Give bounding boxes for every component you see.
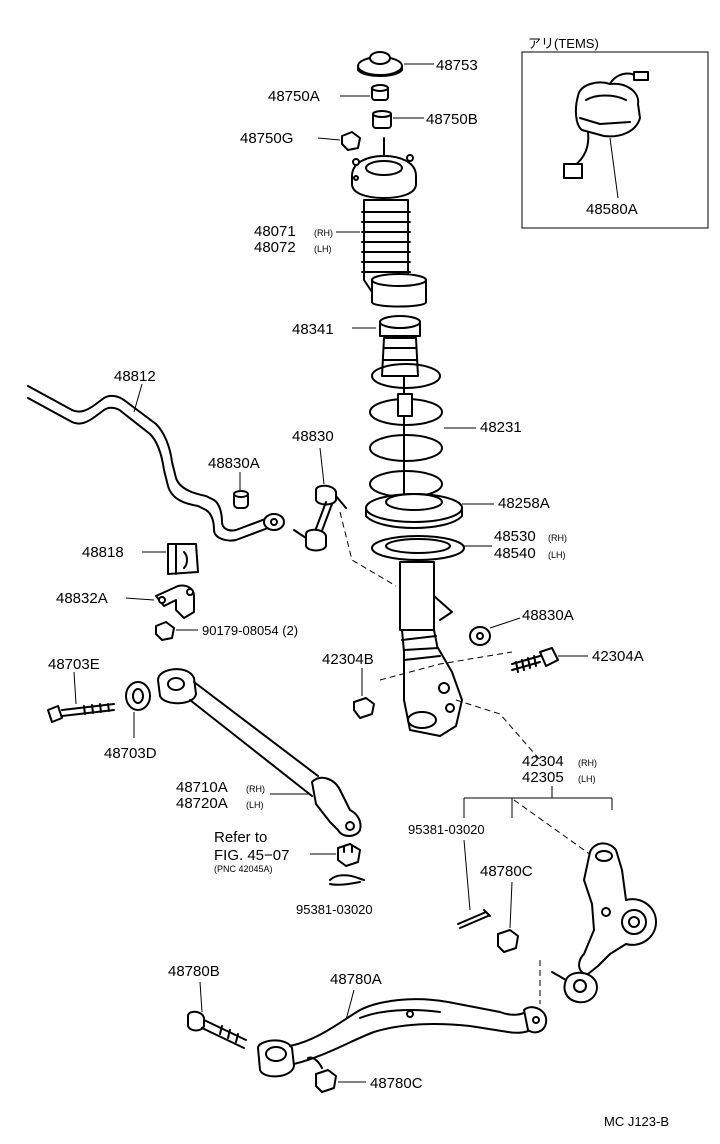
cotter-pin-left [329,874,365,886]
label-48750B: 48750B [426,111,478,128]
label-48780C-bottom: 48780C [370,1075,423,1092]
label-48703D: 48703D [104,745,157,762]
label-48780B: 48780B [168,963,220,980]
label-48703E: 48703E [48,656,100,673]
label-48710A-side: (RH) [246,784,265,794]
label-48710A: 48710A [176,779,228,796]
leader-48580A [609,137,619,199]
label-48530: 48530 [494,528,536,545]
castle-nut-icon [337,843,361,867]
bracket-48832A [155,584,195,619]
label-48750A: 48750A [268,88,320,105]
refer-line2: FIG. 45−07 [214,847,289,864]
label-48231: 48231 [480,419,522,436]
strut-body-icon [399,561,463,737]
bolt-48780B [187,1010,247,1049]
strut-upper-support-icon [351,137,417,199]
label-48071: 48071 [254,223,296,240]
washer-48703D [125,681,151,711]
label-48812: 48812 [114,368,156,385]
label-48753: 48753 [436,57,478,74]
nut-90179-08054 [155,621,175,641]
label-48072: 48072 [254,239,296,256]
tems-actuator-icon [563,71,649,179]
nut-42304B [353,697,375,719]
label-48071-side: (RH) [314,228,333,238]
label-42305: 42305 [522,769,564,786]
dash-link-strut [339,511,397,587]
label-95381-right: 95381-03020 [408,822,485,837]
steering-knuckle-icon [551,842,657,1004]
label-48530-side: (RH) [548,533,567,543]
label-42305-side: (LH) [578,774,596,784]
dash-bolt-42304 [379,651,513,681]
label-42304-side: (RH) [578,758,597,768]
label-48258A: 48258A [498,495,550,512]
refer-line3: (PNC 42045A) [214,864,273,874]
label-42304A: 42304A [592,648,644,665]
label-42304B: 42304B [322,651,374,668]
bushing-48830A-right [469,626,491,646]
nut-48780C-top [497,929,519,953]
label-48072-side: (LH) [314,244,332,254]
label-48832A: 48832A [56,590,108,607]
coil-spring-48231 [369,363,443,511]
bushing-48750B [372,110,392,129]
refer-line1: Refer to [214,829,267,846]
bump-stopper-48341 [379,315,421,377]
cotter-pin-right [457,909,491,929]
diagram-code: MC J123-B [604,1114,669,1129]
mount-cap-48753 [357,51,403,77]
bolt-42304A [511,647,559,673]
tems-inset: アリ(TEMS) 48580A [521,36,709,229]
label-48818: 48818 [82,544,124,561]
label-48720A-side: (LH) [246,800,264,810]
nut-48750G [341,131,361,151]
label-48830: 48830 [292,428,334,445]
spring-seat-48258A [365,493,463,529]
label-48830A-top: 48830A [208,455,260,472]
label-95381-left: 95381-03020 [296,902,373,917]
label-48341: 48341 [292,321,334,338]
control-arm-48710A [157,668,362,837]
bushing-48830A-top [233,490,249,509]
dash-knuckle [455,699,541,761]
inset-title: アリ(TEMS) [528,36,599,51]
lower-arm-48780A [257,998,548,1078]
label-48780A: 48780A [330,971,382,988]
label-48830A-right: 48830A [522,607,574,624]
label-48540: 48540 [494,545,536,562]
spring-insulator-48530 [371,535,465,561]
label-90179-08054: 90179-08054 (2) [202,623,298,638]
stabilizer-link-48830 [293,484,347,552]
nut-48780C-bottom [307,1056,337,1093]
label-48580A: 48580A [586,201,638,218]
bushing-48750A [371,84,389,101]
label-48750G: 48750G [240,130,293,147]
inset-frame [521,51,709,229]
bolt-48703E [47,703,115,723]
label-42304: 42304 [522,753,564,770]
bushing-48818 [167,543,199,575]
label-48780C-top: 48780C [480,863,533,880]
label-48540-side: (LH) [548,550,566,560]
leader-bracket-42304 [463,786,613,818]
dust-boot-icon [361,199,427,308]
label-48720A: 48720A [176,795,228,812]
stabilizer-bar-48812 [27,385,285,542]
